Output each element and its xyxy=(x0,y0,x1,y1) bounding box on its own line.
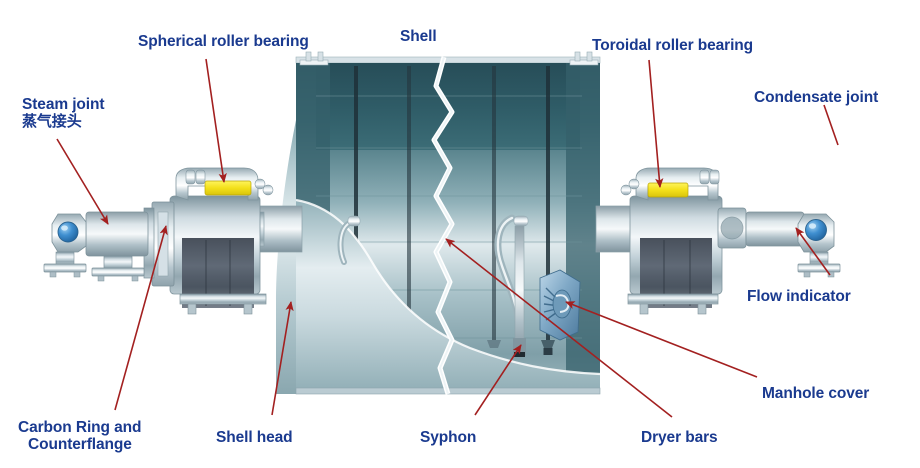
steam-joint-body xyxy=(85,211,149,257)
spherical-roller-bearing-element xyxy=(204,180,252,196)
shell-end-bolt-mount-left xyxy=(299,51,329,66)
label-manhole-cover: Manhole cover xyxy=(762,385,870,402)
leader-toroidal-roller-bearing xyxy=(648,59,664,188)
label-dryer-bars: Dryer bars xyxy=(641,429,718,446)
leader-shell-head xyxy=(271,301,294,416)
leader-manhole-cover xyxy=(565,301,758,378)
label-shell: Shell xyxy=(400,28,437,45)
shell-right-wall xyxy=(566,63,600,394)
right-bearing-pedestal xyxy=(627,293,719,305)
break-line-inner xyxy=(433,56,453,395)
label-spherical-roller-bearing: Spherical roller bearing xyxy=(138,33,309,50)
carbon-ring-counterflange xyxy=(143,201,175,287)
right-bearing-lugs xyxy=(620,169,720,196)
left-bearing-lugs xyxy=(185,169,274,196)
condensate-joint-elbow xyxy=(797,213,841,278)
leader-carbon-ring xyxy=(114,225,168,411)
leader-flow-indicator xyxy=(795,227,831,276)
label-shell-head: Shell head xyxy=(216,429,293,446)
dryer-bar xyxy=(487,66,501,348)
leader-lines xyxy=(56,58,839,418)
label-line-secondary: Counterflange xyxy=(28,436,132,454)
leader-dryer-bars xyxy=(445,238,673,418)
left-bearing-pedestal xyxy=(179,293,267,305)
shell-internal-tube xyxy=(337,215,361,265)
dryer-bar xyxy=(541,66,555,355)
shell-end-bolt-mount-right xyxy=(569,51,599,66)
sight-glass-right xyxy=(805,219,827,241)
label-toroidal-roller-bearing: Toroidal roller bearing xyxy=(592,37,754,54)
steam-joint-elbow xyxy=(43,213,87,278)
shell-head-edge-highlight xyxy=(295,198,601,376)
sight-glass-left xyxy=(57,221,79,243)
right-pedestal-bolts xyxy=(639,303,707,315)
shell-head-dished-surface xyxy=(296,200,600,394)
leader-spherical-roller-bearing xyxy=(205,58,227,183)
shell-assembly xyxy=(276,51,601,395)
toroidal-roller-bearing-element xyxy=(647,182,689,198)
left-journal-shaft xyxy=(257,205,303,253)
leader-steam-joint xyxy=(56,138,109,225)
right-journal-assembly xyxy=(595,167,841,315)
right-journal-shaft xyxy=(595,205,637,253)
manhole-cover xyxy=(539,269,581,341)
left-journal-assembly xyxy=(43,167,303,315)
leader-syphon xyxy=(474,344,522,416)
left-pedestal-bolts xyxy=(187,303,253,315)
label-syphon: Syphon xyxy=(420,429,477,446)
label-line-primary: Steam joint xyxy=(22,96,105,113)
label-flow-indicator: Flow indicator xyxy=(747,288,851,305)
condensate-joint-body xyxy=(745,211,805,247)
label-condensate-joint: Condensate joint xyxy=(754,89,879,106)
label-line-secondary: 蒸气接头 xyxy=(22,112,82,131)
steam-joint-flange xyxy=(91,267,145,277)
shell-top-flange xyxy=(295,56,601,64)
leader-condensate-joint xyxy=(823,104,839,146)
label-line-primary: Carbon Ring and xyxy=(18,419,142,436)
